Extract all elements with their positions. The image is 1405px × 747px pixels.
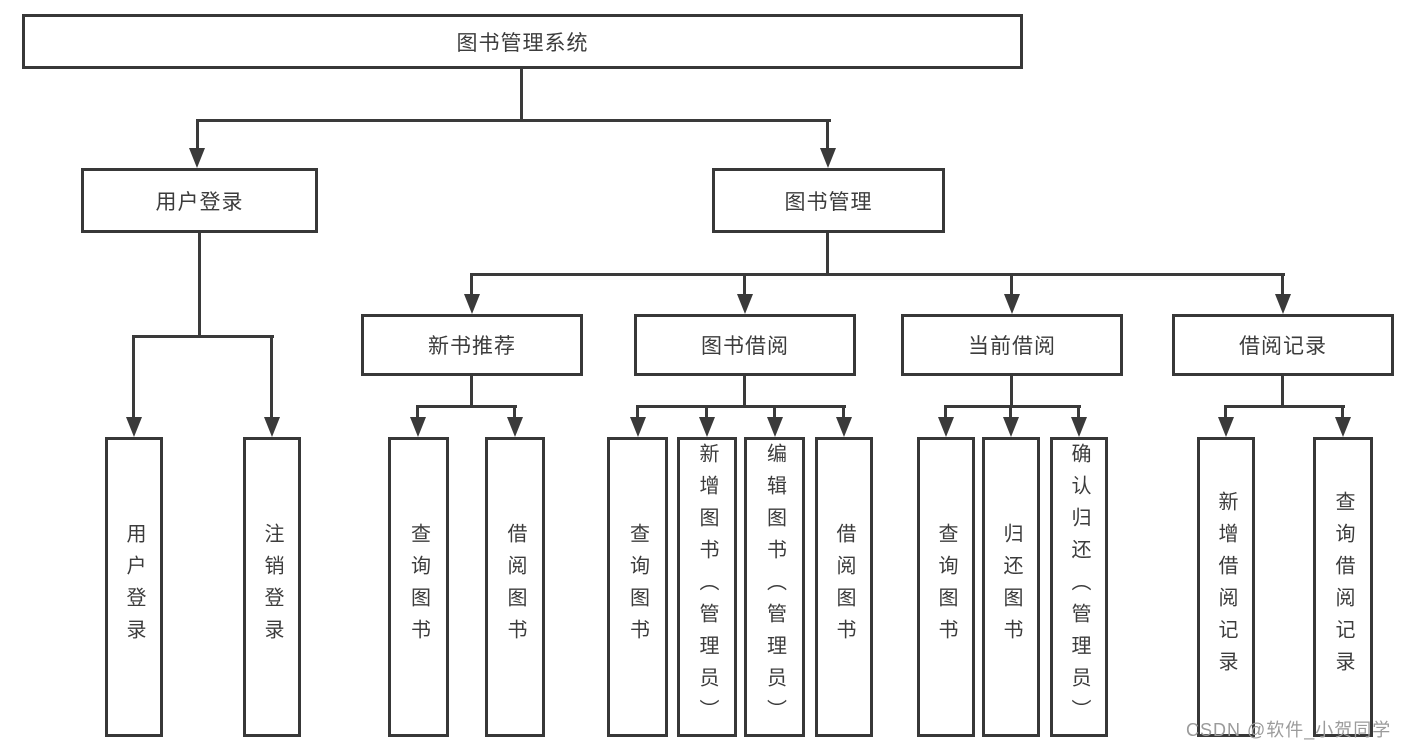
leaf-query-book-1: 查询图书 xyxy=(388,437,449,737)
arrowhead-icon xyxy=(464,294,480,314)
connector-line xyxy=(196,119,199,151)
watermark: CSDN @软件_小贺同学 xyxy=(1186,720,1392,740)
arrowhead-icon xyxy=(410,417,426,437)
leaf-add-borrow-record: 新增借阅记录 xyxy=(1197,437,1255,737)
connector-line xyxy=(826,119,829,151)
arrowhead-icon xyxy=(507,417,523,437)
arrowhead-icon xyxy=(820,148,836,168)
connector-line xyxy=(196,119,831,122)
connector-line xyxy=(743,273,746,297)
leaf-return-book: 归还图书 xyxy=(982,437,1040,737)
connector-line xyxy=(416,405,419,419)
leaf-query-borrow-record: 查询借阅记录 xyxy=(1313,437,1373,737)
leaf-confirm-return-admin: 确认归还（管理员） xyxy=(1050,437,1108,737)
connector-line xyxy=(520,69,523,121)
leaf-query-book-2: 查询图书 xyxy=(607,437,668,737)
connector-line xyxy=(1224,405,1345,408)
connector-line xyxy=(636,405,846,408)
node-book-borrow: 图书借阅 xyxy=(634,314,856,376)
arrowhead-icon xyxy=(938,417,954,437)
arrowhead-icon xyxy=(126,417,142,437)
connector-line xyxy=(1281,273,1284,297)
connector-line xyxy=(270,335,273,419)
leaf-edit-book-admin: 编辑图书（管理员） xyxy=(744,437,805,737)
leaf-logout: 注销登录 xyxy=(243,437,301,737)
arrowhead-icon xyxy=(1218,417,1234,437)
connector-line xyxy=(1009,405,1012,419)
connector-line xyxy=(470,273,473,297)
connector-line xyxy=(773,405,776,419)
connector-line xyxy=(1077,405,1080,419)
connector-line xyxy=(513,405,516,419)
connector-line xyxy=(1010,376,1013,407)
arrowhead-icon xyxy=(1004,294,1020,314)
connector-line xyxy=(826,233,829,275)
arrowhead-icon xyxy=(189,148,205,168)
arrowhead-icon xyxy=(630,417,646,437)
connector-line xyxy=(470,376,473,407)
node-book-management: 图书管理 xyxy=(712,168,945,233)
arrowhead-icon xyxy=(1275,294,1291,314)
leaf-query-book-3: 查询图书 xyxy=(917,437,975,737)
connector-line xyxy=(470,273,1285,276)
connector-line xyxy=(132,335,274,338)
connector-line xyxy=(1281,376,1284,407)
connector-line xyxy=(1010,273,1013,297)
arrowhead-icon xyxy=(737,294,753,314)
arrowhead-icon xyxy=(767,417,783,437)
connector-line xyxy=(944,405,1081,408)
connector-line xyxy=(1224,405,1227,419)
arrowhead-icon xyxy=(1003,417,1019,437)
connector-line xyxy=(416,405,517,408)
connector-line xyxy=(705,405,708,419)
arrowhead-icon xyxy=(1335,417,1351,437)
leaf-user-login: 用户登录 xyxy=(105,437,163,737)
node-user-login: 用户登录 xyxy=(81,168,318,233)
connector-line xyxy=(944,405,947,419)
connector-line xyxy=(842,405,845,419)
leaf-borrow-book-1: 借阅图书 xyxy=(485,437,545,737)
leaf-add-book-admin: 新增图书（管理员） xyxy=(677,437,737,737)
arrowhead-icon xyxy=(264,417,280,437)
arrowhead-icon xyxy=(836,417,852,437)
connector-line xyxy=(1341,405,1344,419)
connector-line xyxy=(132,335,135,419)
arrowhead-icon xyxy=(1071,417,1087,437)
leaf-borrow-book-2: 借阅图书 xyxy=(815,437,873,737)
node-library-system: 图书管理系统 xyxy=(22,14,1023,69)
node-new-book-recommend: 新书推荐 xyxy=(361,314,583,376)
node-current-borrow: 当前借阅 xyxy=(901,314,1123,376)
arrowhead-icon xyxy=(699,417,715,437)
connector-line xyxy=(743,376,746,407)
node-borrow-records: 借阅记录 xyxy=(1172,314,1394,376)
connector-line xyxy=(636,405,639,419)
connector-line xyxy=(198,233,201,336)
